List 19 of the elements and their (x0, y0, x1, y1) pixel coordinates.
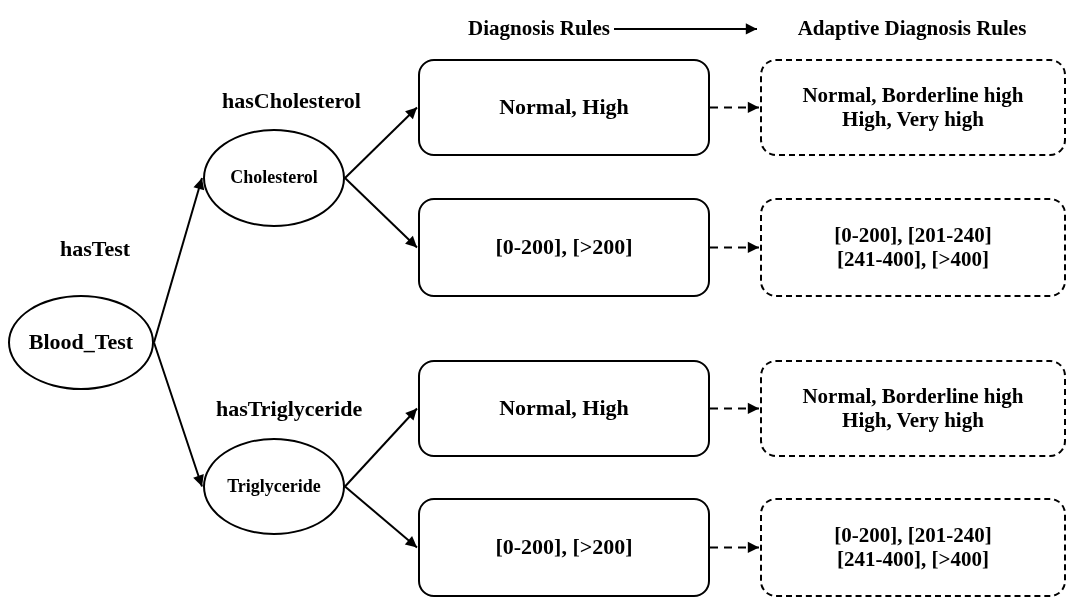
relation-label: hasTriglyceride (216, 396, 363, 422)
arrow (709, 402, 760, 415)
class-ellipse: Cholesterol (203, 129, 345, 227)
arrow (709, 241, 760, 254)
class-ellipse: Blood_Test (8, 295, 154, 390)
arrow (344, 177, 418, 249)
arrow (344, 106, 418, 179)
arrow (613, 23, 758, 35)
arrow (153, 177, 205, 344)
arrow (344, 407, 418, 488)
arrow (709, 541, 760, 554)
relation-label: hasCholesterol (222, 88, 361, 114)
arrow (344, 485, 418, 549)
class-ellipse: Triglyceride (203, 438, 345, 535)
arrow (709, 101, 760, 114)
arrow (153, 341, 204, 488)
heading-text: Adaptive Diagnosis Rules (758, 12, 1066, 46)
heading-text: Diagnosis Rules (468, 12, 610, 46)
relation-label: hasTest (60, 236, 131, 262)
